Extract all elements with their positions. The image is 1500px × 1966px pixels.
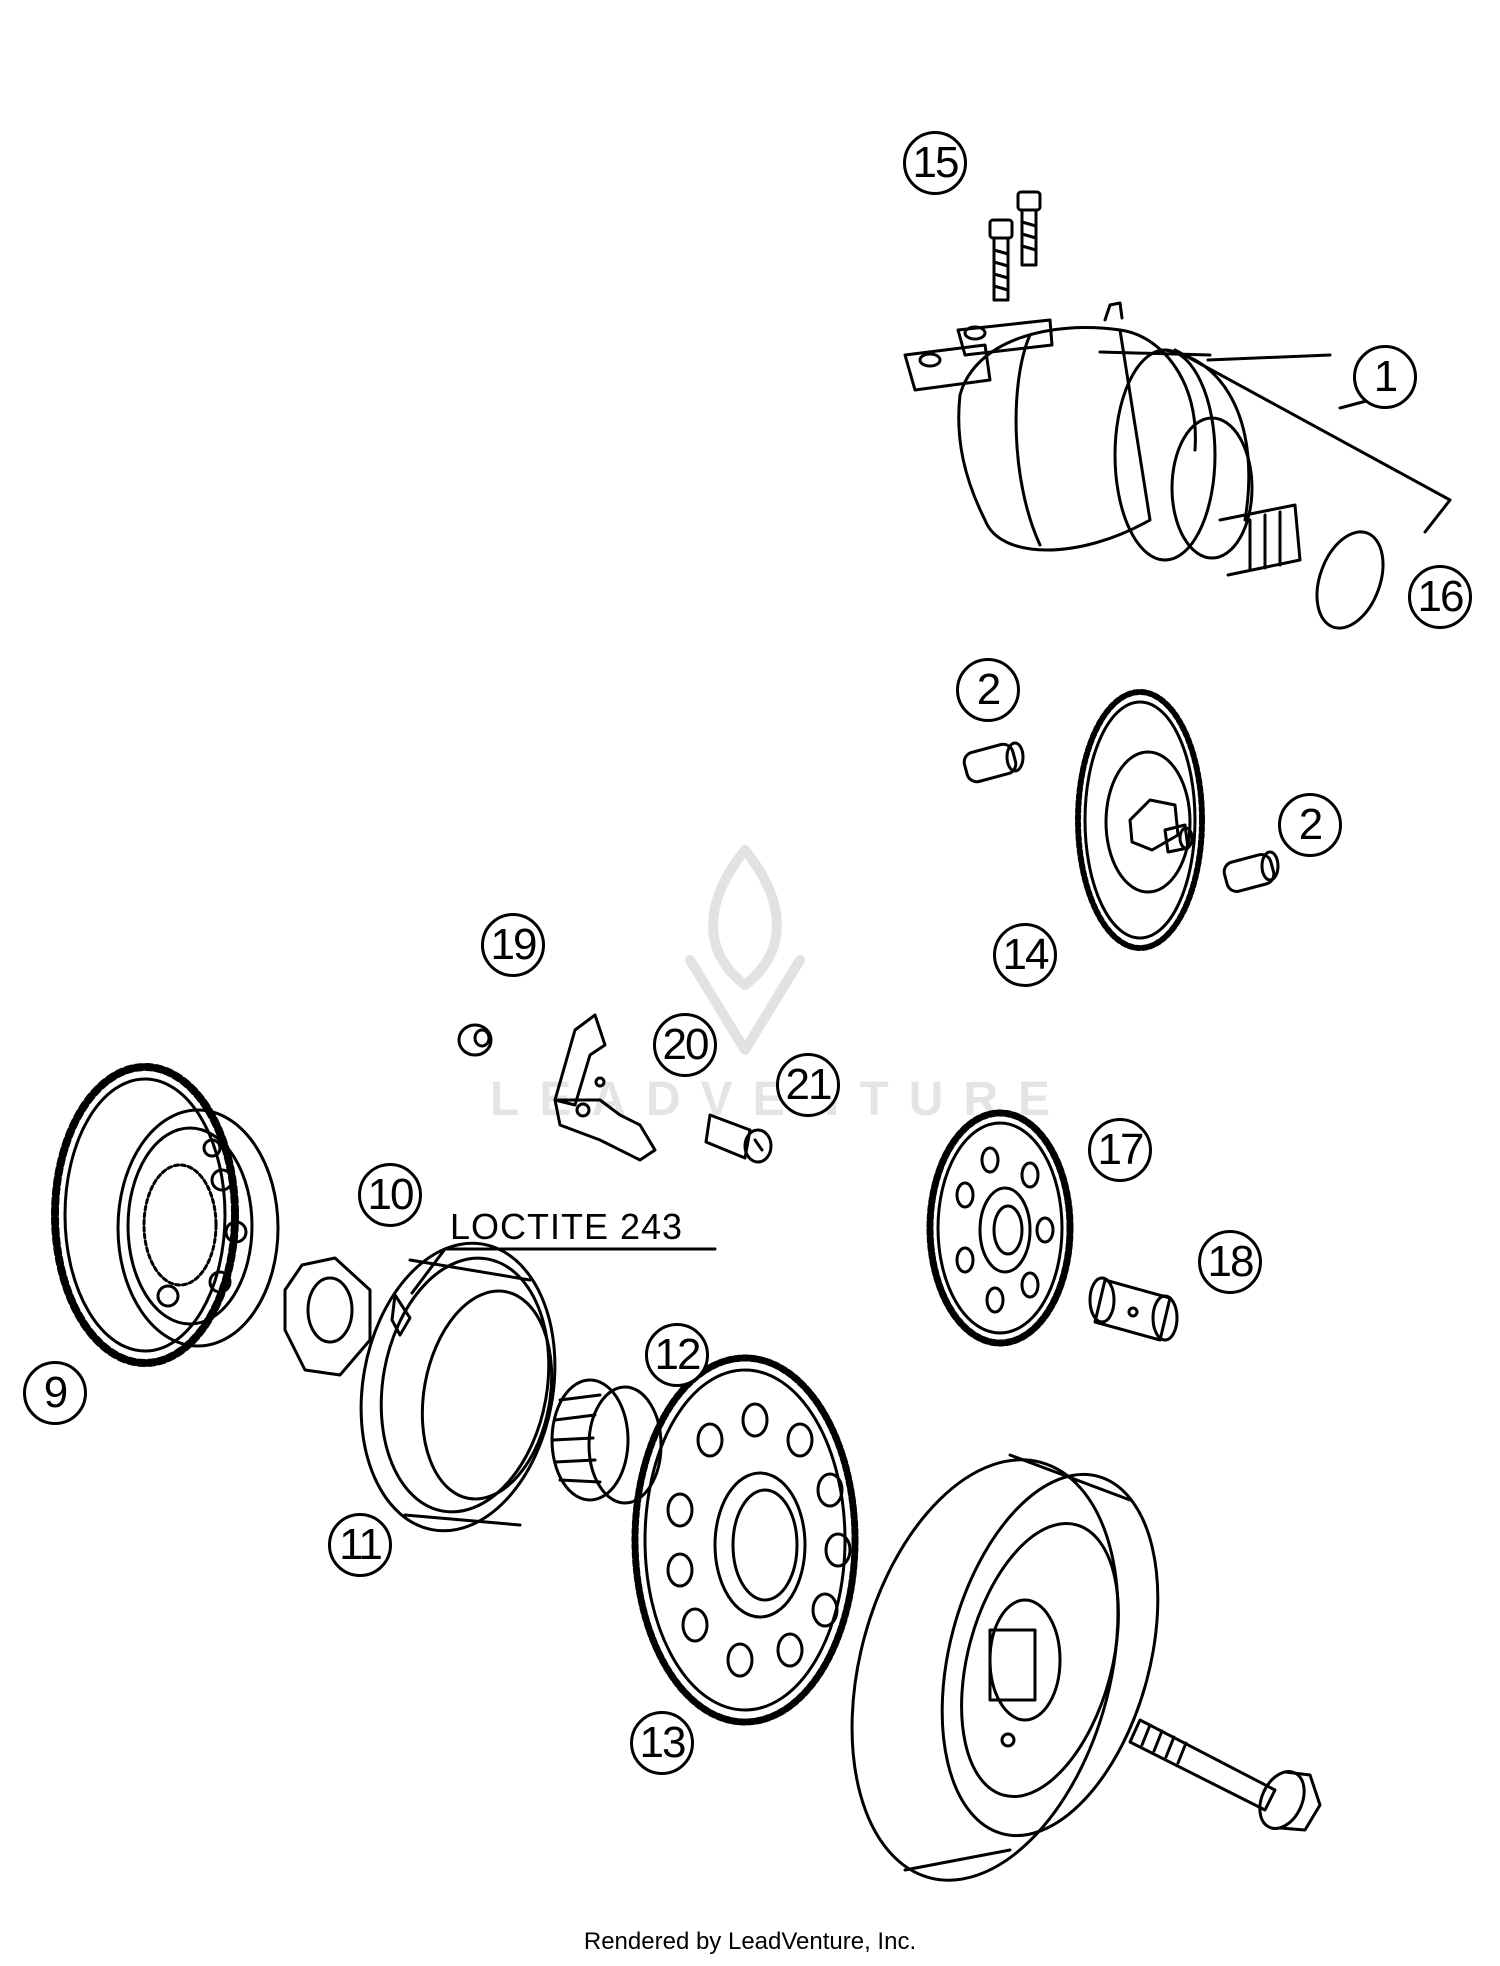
callout-1: 1	[1353, 345, 1417, 409]
part-20-lever	[553, 1013, 657, 1162]
part-19-ball	[457, 1023, 493, 1057]
callout-18: 18	[1198, 1230, 1262, 1294]
part-2-bushing-b	[1222, 850, 1280, 893]
part-14-intermediate-gear	[1075, 689, 1205, 951]
render-credit: Rendered by LeadVenture, Inc.	[583, 1928, 917, 1955]
part-16-o-ring	[1315, 530, 1385, 630]
callout-21: 21	[776, 1053, 840, 1117]
part-9-starter-gear	[51, 1063, 280, 1367]
callout-9: 9	[23, 1361, 87, 1425]
loctite-leader-line	[410, 1247, 717, 1295]
callout-12: 12	[645, 1323, 709, 1387]
part-11-freewheel-ring	[359, 1241, 557, 1533]
part-1-starter-motor	[903, 301, 1332, 577]
part-15-bolts	[988, 190, 1042, 302]
flywheel-bolt	[1128, 1718, 1322, 1832]
callout-19: 19	[481, 913, 545, 977]
part-12-needle-bearing	[550, 1378, 663, 1505]
callout-14: 14	[993, 923, 1057, 987]
part-10-nut	[283, 1256, 412, 1377]
callout-2-lower: 2	[1278, 793, 1342, 857]
callout-20: 20	[653, 1013, 717, 1077]
flywheel-rotor	[850, 1453, 1160, 1882]
callout-10: 10	[358, 1163, 422, 1227]
part-1-bracket-line	[1173, 348, 1452, 534]
callout-13: 13	[630, 1711, 694, 1775]
loctite-note: LOCTITE 243	[450, 1206, 684, 1247]
part-21-screw	[704, 1113, 773, 1164]
watermark-logo	[685, 845, 805, 1055]
part-17-gear	[926, 1109, 1074, 1347]
part-2-bushing-a	[962, 741, 1025, 784]
callout-16: 16	[1408, 565, 1472, 629]
callout-11: 11	[328, 1513, 392, 1577]
callout-2-upper: 2	[956, 658, 1020, 722]
part-18-sleeve	[1088, 1276, 1179, 1342]
part-13-large-gear	[631, 1354, 859, 1726]
callout-17: 17	[1088, 1118, 1152, 1182]
callout-15: 15	[903, 131, 967, 195]
